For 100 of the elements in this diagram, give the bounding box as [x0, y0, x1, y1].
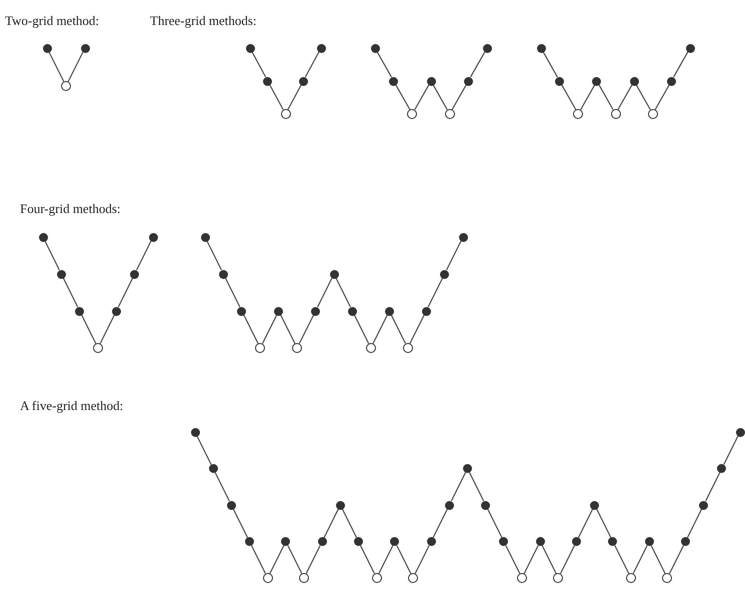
grid-dot [316, 44, 326, 52]
connector-line [524, 545, 539, 574]
coarsest-grid-circle [407, 109, 418, 119]
connector-line [317, 278, 332, 308]
grid-dot [226, 500, 236, 510]
connector-line [287, 545, 302, 574]
grid-dot [644, 537, 654, 546]
connector-line [232, 508, 248, 538]
grid-dot [274, 306, 284, 316]
connector-line [578, 508, 594, 538]
grid-dot [717, 464, 726, 473]
connector-line [636, 84, 651, 110]
coarsest-grid-circle [626, 573, 636, 583]
connector-line [669, 545, 684, 574]
connector-line [243, 314, 259, 344]
section-heading: Four-grid methods: [20, 201, 120, 217]
grid-dot [464, 76, 473, 86]
connector-line [196, 436, 212, 465]
grid-dot [148, 232, 158, 242]
connector-line [487, 508, 502, 538]
grid-dot [463, 464, 472, 473]
connector-line [396, 545, 412, 574]
grid-dot [112, 306, 121, 316]
connector-line [395, 84, 410, 110]
connector-line [705, 472, 720, 502]
section-heading: Two-grid method: [5, 13, 100, 29]
grid-dot [389, 76, 398, 86]
connector-line [673, 52, 688, 78]
grid-dot [38, 232, 48, 242]
connector-line [287, 84, 302, 110]
grid-dot [245, 537, 254, 546]
connector-line [280, 314, 296, 344]
coarsest-grid-circle [610, 109, 620, 119]
grid-dot [555, 76, 564, 86]
grid-dot [482, 44, 492, 52]
grid-dot [592, 76, 602, 86]
coarsest-grid-circle [517, 573, 527, 583]
grid-dot [686, 44, 694, 52]
coarsest-grid-circle [662, 573, 672, 583]
connector-line [614, 545, 630, 574]
grid-dot [200, 232, 210, 242]
connector-line [378, 545, 394, 574]
connector-line [336, 278, 351, 308]
connector-line [596, 508, 612, 538]
coarsest-grid-circle [61, 81, 71, 91]
connector-line [414, 545, 430, 574]
grid-dot [608, 537, 618, 546]
grid-dot [130, 270, 140, 278]
grid-dot [536, 44, 546, 52]
connector-line [654, 84, 670, 110]
grid-dot [390, 537, 400, 546]
connector-line [542, 52, 558, 78]
coarsest-grid-circle [292, 343, 302, 353]
connector-line [324, 508, 339, 538]
connector-line [100, 314, 115, 344]
connector-line [542, 545, 557, 574]
coarsest-grid-circle [93, 343, 103, 353]
connector-line [214, 472, 230, 502]
coarsest-grid-circle [553, 573, 564, 583]
connector-line [269, 545, 284, 574]
connector-line [224, 278, 240, 308]
grid-dot [80, 44, 90, 52]
grid-dot [536, 537, 545, 546]
grid-dot [190, 428, 200, 436]
coarsest-grid-circle [444, 109, 455, 119]
coarsest-grid-circle [648, 109, 658, 119]
grid-dot [208, 464, 218, 473]
connector-line [650, 545, 666, 574]
coarsest-grid-circle [262, 573, 273, 583]
connector-line [136, 240, 152, 270]
grid-dot [311, 306, 320, 316]
grid-dot [572, 537, 581, 546]
grid-dot [590, 500, 600, 510]
grid-dot [426, 537, 436, 546]
grid-dot [440, 270, 450, 278]
connector-line [414, 84, 430, 110]
grid-dot [218, 270, 228, 278]
coarsest-grid-circle [280, 109, 290, 119]
connector-line [632, 545, 648, 574]
connector-line [206, 240, 222, 270]
coarsest-grid-circle [299, 573, 309, 583]
section-heading: Three-grid methods: [150, 13, 256, 29]
grid-dot [444, 500, 454, 510]
grid-dot [630, 76, 639, 86]
connector-line [617, 84, 632, 110]
section-heading: A five-grid method: [20, 398, 124, 414]
connector-line [432, 84, 448, 110]
connector-line [298, 314, 314, 344]
connector-line [68, 52, 84, 82]
connector-line [304, 52, 320, 78]
connector-line [48, 52, 64, 82]
grid-dot [263, 76, 272, 86]
grid-dot [336, 500, 345, 510]
grid-dot [426, 76, 436, 86]
coarsest-grid-circle [372, 573, 382, 583]
grid-dot [699, 500, 708, 510]
connector-line [81, 314, 96, 344]
grid-dot [42, 44, 52, 52]
connector-line [360, 545, 375, 574]
connector-line [598, 84, 614, 110]
